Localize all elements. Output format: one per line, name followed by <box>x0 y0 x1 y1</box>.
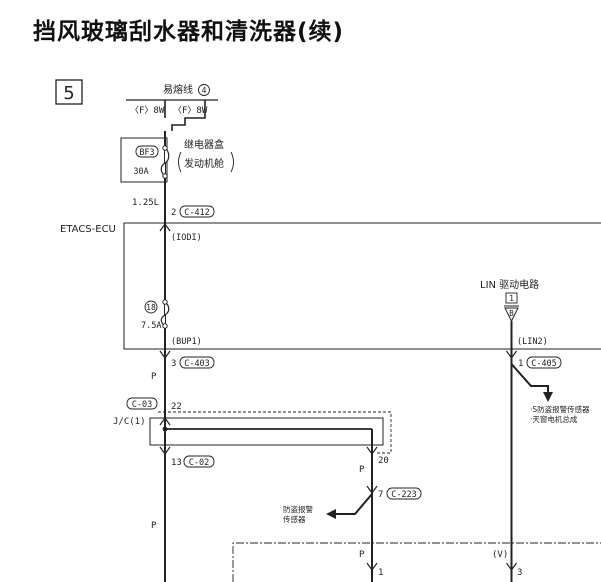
wire-color-p-3: P <box>151 521 157 531</box>
ecu-pin-bup1: (BUP1) <box>171 337 202 347</box>
c223-tag <box>386 487 422 500</box>
c405-branch-wire <box>510 363 549 394</box>
c02-name: C-02 <box>189 458 209 468</box>
lin-label: LIN 驱动电路 <box>480 278 539 291</box>
jc-exit-arrow-right <box>366 446 378 456</box>
ecu-fuse-amp: 7.5A <box>141 321 161 331</box>
c223-branch-arrow <box>326 509 336 519</box>
page-title: 挡风玻璃刮水器和清洗器(续) <box>33 19 345 45</box>
jc-junction <box>162 426 168 432</box>
c03-pin: 22 <box>171 402 182 412</box>
c403-pin: 3 <box>171 359 176 369</box>
ecu-frame <box>123 222 601 350</box>
c03-name: C-03 <box>132 400 152 410</box>
ecu-fuse-symbol <box>160 301 170 327</box>
lin-num-box <box>505 292 518 304</box>
relay-box-fuse: BF3 <box>139 148 154 158</box>
ecu-exit-arrow <box>159 350 171 360</box>
lin-num: 1 <box>509 294 514 303</box>
relay-box-bracket <box>178 151 234 173</box>
c412-name: C-412 <box>184 208 210 218</box>
sensors-right-line1: ·S防盗报警传感器 <box>530 404 590 414</box>
sensor-left-line2: 传感器 <box>283 514 306 524</box>
c403-name: C-403 <box>184 359 210 369</box>
c403-tag <box>179 356 215 369</box>
c405-branch-arrow <box>543 392 553 402</box>
c03-tag <box>126 397 158 410</box>
bottom-pin-3: 3 <box>517 568 522 578</box>
jc-entry-arrow <box>159 416 171 426</box>
lin-triangle <box>504 307 519 323</box>
lin-b: B <box>509 309 514 318</box>
relay-box-fuse-tag <box>135 145 159 158</box>
wire-color-p-4: P <box>359 550 365 560</box>
c02-pin: 13 <box>171 458 182 468</box>
c412-tag <box>179 205 215 218</box>
jc-dashed-outline <box>158 411 392 454</box>
c223-branch-wire <box>334 493 373 515</box>
bottom-v: (V) <box>492 550 508 560</box>
sensor-left-line1: 防盗报警 <box>283 504 313 514</box>
ecu-pin-lin2: (LIN2) <box>517 337 548 347</box>
c223-name: C-223 <box>391 490 417 500</box>
page-box-number: 5 <box>63 83 74 104</box>
relay-box-location: 发动机舱 <box>184 157 224 170</box>
fusible-link-right: 〈F〉8W <box>173 105 208 116</box>
ecu-fuse-terminal-bottom <box>162 323 168 329</box>
fusible-link-left: 〈F〉8W <box>130 105 165 116</box>
c223-pin: 7 <box>378 490 383 500</box>
pin-20: 20 <box>378 456 389 466</box>
relay-box-title: 继电器盒 <box>184 138 224 151</box>
bottom-arrow-3 <box>506 562 517 572</box>
ecu-fuse-terminal-top <box>162 299 168 305</box>
ecu-fuse-num: 18 <box>146 303 156 312</box>
fusible-link-num: 4 <box>201 86 206 95</box>
jc-frame <box>149 417 384 446</box>
jc-label: J/C(1) <box>113 417 146 427</box>
relay-fuse-terminal-bottom <box>162 173 168 179</box>
bottom-arrow-1 <box>366 562 378 572</box>
ecu-pin-iodi: (IODI) <box>171 233 202 243</box>
bottom-module-frame <box>232 542 601 582</box>
jc-exit-arrow-left <box>159 446 171 456</box>
ecu-fuse-num-circle <box>144 300 158 314</box>
c02-tag <box>183 455 215 468</box>
fusible-link-num-circle <box>198 84 210 96</box>
wire-color-p-2: P <box>359 465 365 475</box>
sensors-right-line2: ·天窗电机总成 <box>530 414 578 424</box>
ecu-name: ETACS-ECU <box>60 224 116 235</box>
ecu-entry-arrow <box>159 222 171 232</box>
lin-exit-arrow <box>506 350 517 360</box>
c405-name: C-405 <box>531 359 557 369</box>
fusible-link-drops <box>164 100 206 131</box>
relay-fuse-symbol <box>160 147 170 177</box>
wire-125l: 1.25L <box>132 198 159 208</box>
relay-fuse-terminal-top <box>162 145 168 151</box>
c405-pin: 1 <box>518 359 523 369</box>
relay-box-amp: 30A <box>133 167 148 177</box>
wire-color-p-1: P <box>151 372 157 382</box>
c223-arrow <box>366 485 378 495</box>
bottom-pin-1: 1 <box>378 568 383 578</box>
fusible-link-label: 易熔线 <box>163 83 193 96</box>
c405-tag <box>526 356 562 369</box>
page-box <box>55 79 83 105</box>
c412-pin: 2 <box>171 208 176 218</box>
